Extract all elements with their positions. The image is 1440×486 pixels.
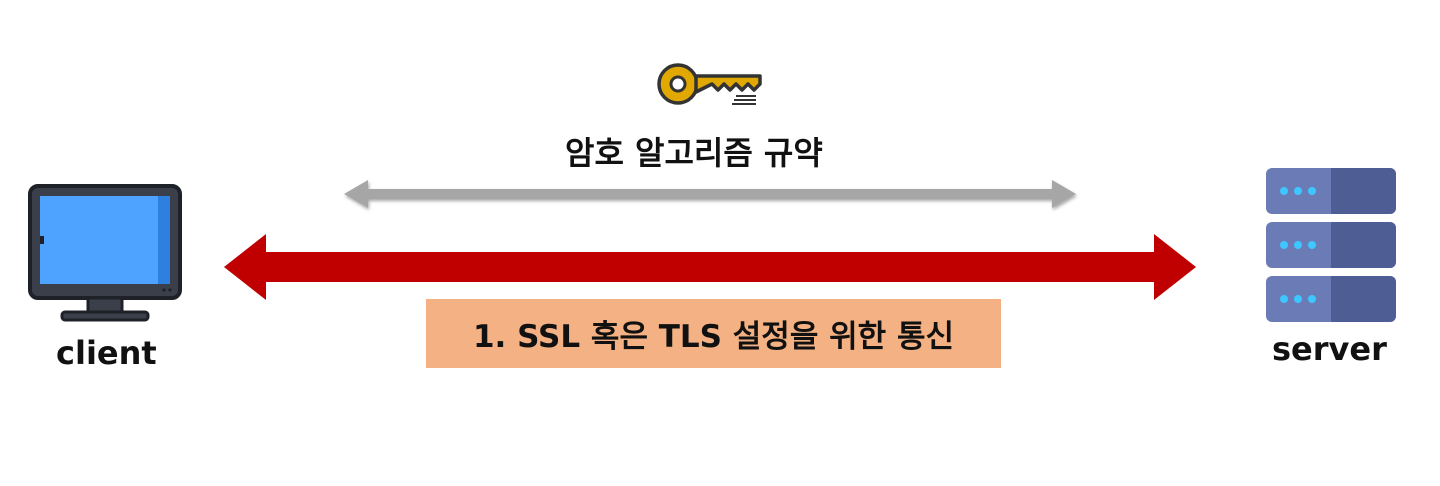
server-label: server [1272,330,1387,368]
step-1-label: 1. SSL 혹은 TLS 설정을 위한 통신 [472,319,955,355]
client-label: client [56,334,157,372]
algorithm-agreement-label: 암호 알고리즘 규약 [565,134,823,172]
gray-double-arrow [344,180,1076,208]
red-double-arrow [224,234,1196,300]
computer-monitor-icon [28,184,182,322]
step-1-box: 1. SSL 혹은 TLS 설정을 위한 통신 [426,299,1001,368]
key-icon [657,63,762,105]
server-rack-icon [1266,168,1396,322]
